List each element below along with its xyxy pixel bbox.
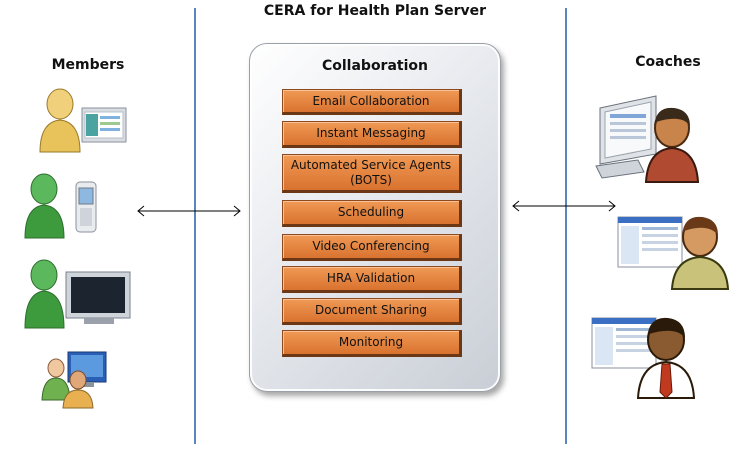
- server-coaches-arrow: [512, 200, 616, 212]
- service-document-sharing: Document Sharing: [282, 298, 462, 325]
- coach-screen-tie-icon: [591, 317, 696, 399]
- service-video-conferencing: Video Conferencing: [282, 234, 462, 261]
- coach-monitor-icon: [595, 95, 700, 183]
- service-instant-messaging: Instant Messaging: [282, 121, 462, 148]
- members-server-arrow: [137, 205, 241, 217]
- coach-screen-icon: [617, 216, 730, 290]
- member-tv-icon: [24, 259, 131, 329]
- service-scheduling: Scheduling: [282, 200, 462, 227]
- diagram-title: CERA for Health Plan Server: [263, 3, 487, 19]
- coaches-heading: Coaches: [635, 54, 701, 70]
- left-divider: [194, 8, 196, 444]
- member-computer-group-icon: [41, 351, 107, 409]
- service-automated-agents: Automated Service Agents (BOTS): [282, 154, 462, 193]
- service-hra-validation: HRA Validation: [282, 266, 462, 293]
- member-laptop-icon: [39, 88, 127, 153]
- member-phone-icon: [24, 173, 97, 239]
- server-title: Collaboration: [321, 58, 428, 74]
- right-divider: [565, 8, 567, 444]
- service-monitoring: Monitoring: [282, 330, 462, 357]
- members-heading: Members: [51, 57, 125, 73]
- service-email-collaboration: Email Collaboration: [282, 89, 462, 115]
